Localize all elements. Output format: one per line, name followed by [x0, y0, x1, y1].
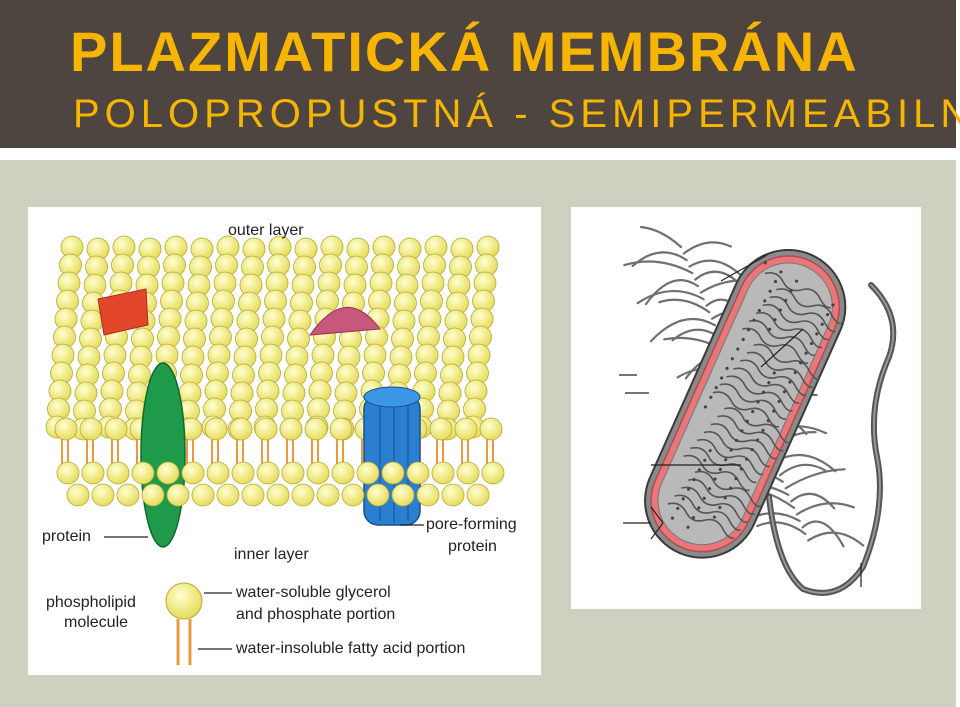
phospholipid-icon: [165, 582, 203, 665]
label-fatty-acid: water-insoluble fatty acid portion: [235, 640, 465, 657]
label-protein: protein: [42, 528, 91, 545]
slide-title: PLAZMATICKÁ MEMBRÁNA: [70, 20, 859, 83]
label-pore-forming-1: pore-forming: [426, 516, 517, 533]
content-panel: outer layer inner layer protein pore-for…: [0, 160, 956, 707]
label-outer-layer: outer layer: [228, 222, 304, 239]
slide-subtitle: POLOPROPUSTNÁ - SEMIPERMEABILNÍ: [73, 92, 960, 136]
label-phospholipid-2: molecule: [64, 614, 128, 631]
bacterium-icon: [619, 225, 897, 596]
membrane-diagram: outer layer inner layer protein pore-for…: [28, 207, 541, 675]
label-glycerol-2: and phosphate portion: [236, 606, 395, 623]
label-inner-layer: inner layer: [234, 546, 309, 563]
pink-protein: [308, 306, 381, 336]
header-gap: [0, 148, 960, 160]
red-protein: [97, 288, 149, 336]
membrane-illustration: outer layer inner layer protein pore-for…: [42, 222, 517, 665]
label-glycerol-1: water-soluble glycerol: [235, 584, 391, 601]
title-bar: PLAZMATICKÁ MEMBRÁNA POLOPROPUSTNÁ - SEM…: [0, 0, 960, 148]
outer-layer-heads: [45, 235, 503, 441]
inner-layer-heads: [56, 461, 505, 507]
label-pore-forming-2: protein: [448, 538, 497, 555]
cell-body: [644, 248, 847, 559]
label-phospholipid-1: phospholipid: [46, 594, 136, 611]
bacterium-image: [571, 207, 921, 609]
nucleoid-dna: [667, 261, 843, 539]
green-protein: [140, 362, 186, 548]
pointer-lines: [619, 254, 862, 587]
